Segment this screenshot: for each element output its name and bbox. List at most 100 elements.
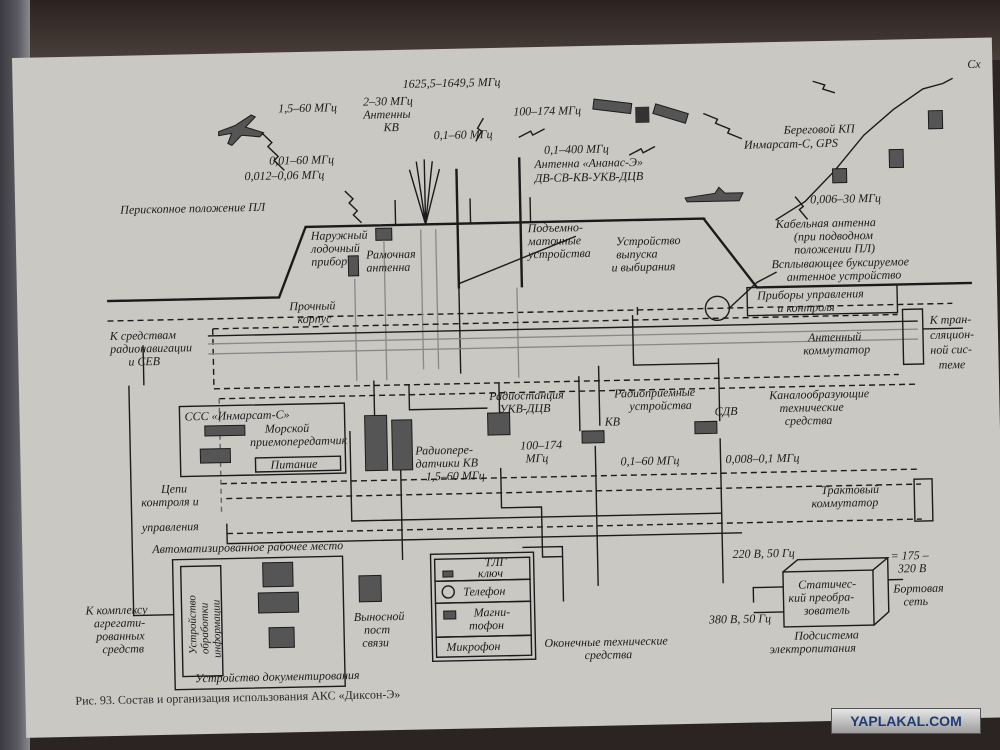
- recorder-icon: [443, 610, 457, 620]
- power-box: [254, 455, 342, 473]
- kv-rx-label: КВ: [604, 414, 621, 428]
- feed-line-3: [420, 229, 425, 370]
- recorder-l2: тофон: [469, 618, 504, 633]
- freq-0-1-60-top: 0,1–60 МГц: [434, 127, 493, 142]
- cable-l1: Кабельная антенна: [774, 215, 875, 231]
- conv-l2: кий преобра-: [788, 589, 854, 604]
- terminal-l1: Оконечные технические: [544, 633, 668, 650]
- feed-line-5: [516, 287, 520, 378]
- terminal-l2: средства: [584, 647, 632, 662]
- freq-0-01-60: 0,01–60 МГц: [269, 152, 334, 167]
- transceiver-l1: Морской: [264, 421, 310, 436]
- radio-link-2: [475, 117, 484, 142]
- transceiver-icon: [204, 424, 246, 437]
- trans-l1: К тран-: [929, 312, 972, 327]
- feed-line-1: [354, 278, 358, 381]
- radionav-l2: радионавигации: [109, 340, 192, 356]
- release-l1: Устройство: [616, 233, 681, 248]
- mast-arrow-2: [529, 197, 532, 223]
- route-11: [594, 445, 599, 586]
- tlg-l1: ТЛГ: [485, 555, 508, 569]
- mgmt-box: [746, 283, 899, 317]
- cable-l3: положении ПЛ): [794, 241, 875, 257]
- agg-l2: агрегати-: [94, 615, 146, 630]
- trans-l4: теме: [938, 357, 966, 372]
- frame-antenna-l1: Рамочная: [365, 247, 416, 262]
- mast-small-1: [394, 199, 397, 226]
- kv-label: КВ: [382, 120, 399, 134]
- recorder-l1: Магни-: [473, 605, 511, 620]
- mgmt-l1: Приборы управления: [756, 286, 864, 302]
- boat-device-l1: Наружный: [310, 228, 368, 243]
- v380-label: 380 В, 50 Гц: [708, 611, 771, 626]
- printer-icon: [268, 626, 295, 649]
- static-converter: [782, 557, 890, 628]
- trans-l3: ной сис-: [930, 342, 972, 357]
- route-14: [142, 345, 145, 386]
- freq-1625: 1625,5–1649,5 МГц: [402, 75, 500, 91]
- v220-label: 220 В, 50 Гц: [732, 546, 794, 561]
- tract-region: [226, 483, 922, 535]
- antenna-switch-box: [901, 308, 925, 366]
- terminal-icon: [199, 448, 232, 464]
- antennas-label: Антенны: [362, 107, 411, 122]
- telegraph-key-icon: [442, 570, 454, 578]
- satellite-icon: [592, 98, 689, 124]
- onboard-l2: сеть: [903, 594, 928, 609]
- agg-l4: средств: [102, 641, 144, 656]
- coast-kp-label: Береговой КП: [783, 121, 857, 137]
- route-13: [128, 385, 174, 617]
- ananas-label: Антенна «Ананас-Э»: [533, 155, 643, 171]
- lift-line: [458, 235, 577, 285]
- inmarsat-gps-label: Инмарсат-С, GPS: [743, 136, 838, 152]
- route-4: [498, 382, 501, 413]
- watermark: YAPLAKAL.COM: [831, 708, 981, 734]
- sdv-receiver-icon: [694, 420, 718, 435]
- periscope-label: Перископное положение ПЛ: [119, 200, 266, 217]
- corner-text: Сх: [967, 57, 981, 71]
- arm-box: [171, 555, 346, 691]
- phone-icon: [441, 585, 455, 599]
- coast-outline: [775, 77, 953, 221]
- freq-1-5-60: 1,5–60 МГц: [278, 100, 337, 115]
- tract-switch-box: [913, 478, 934, 522]
- ukv-station-icon: [487, 412, 511, 436]
- power-label: Питание: [269, 457, 318, 472]
- agg-l3: рованных: [95, 628, 145, 643]
- v320-label: 320 В: [897, 561, 927, 576]
- coast-station-icon: [831, 168, 848, 184]
- route-10: [499, 467, 563, 558]
- onboard-l1: Бортовая: [892, 581, 944, 596]
- diagram-canvas: 1625,5–1649,5 МГц 2–30 МГц Антенны КВ 1,…: [75, 57, 981, 708]
- kv-transmitter-rack: [364, 414, 389, 472]
- ant-switch-l2: коммутатор: [803, 342, 870, 357]
- channel-l3: средства: [785, 413, 833, 428]
- lift-l3: устройства: [527, 246, 591, 261]
- route-15: [226, 523, 743, 545]
- tx-l3: 1,5–60 МГц: [426, 468, 485, 483]
- freq-0-1-400: 0,1–400 МГц: [544, 142, 609, 157]
- radio-link-coast1: [812, 80, 836, 94]
- tract-l1: Трактовый: [821, 482, 879, 497]
- cable-antenna-line: [728, 271, 777, 309]
- cable-l2: (при подводном: [794, 228, 874, 244]
- release-l3: и выбирания: [611, 259, 676, 274]
- remote-l2: пост: [364, 622, 391, 637]
- ssc-label: ССС «Инмарсат-С»: [184, 407, 289, 423]
- proc-l2: обработки: [198, 602, 211, 654]
- route-3: [408, 384, 488, 411]
- route-8: [631, 315, 719, 366]
- ctrl-l3: управления: [141, 519, 200, 534]
- radio-link-4: [628, 145, 656, 156]
- sdv-freq: 0,008–0,1 МГц: [725, 451, 799, 467]
- mast-ananas: [517, 157, 524, 288]
- mast-kv: [455, 168, 461, 289]
- ant-switch-l1: Антенный: [807, 329, 862, 344]
- docs-label: Устройство документирования: [195, 668, 360, 685]
- v175-label: = 175 –: [890, 548, 929, 563]
- channel-l1: Каналообразующие: [768, 386, 870, 402]
- freq-100-174: 100–174 МГц: [513, 103, 581, 118]
- radio-link-1: [344, 190, 363, 224]
- kv-transmitter-rack-2: [391, 419, 414, 471]
- freq-2-30: 2–30 МГц: [363, 94, 413, 109]
